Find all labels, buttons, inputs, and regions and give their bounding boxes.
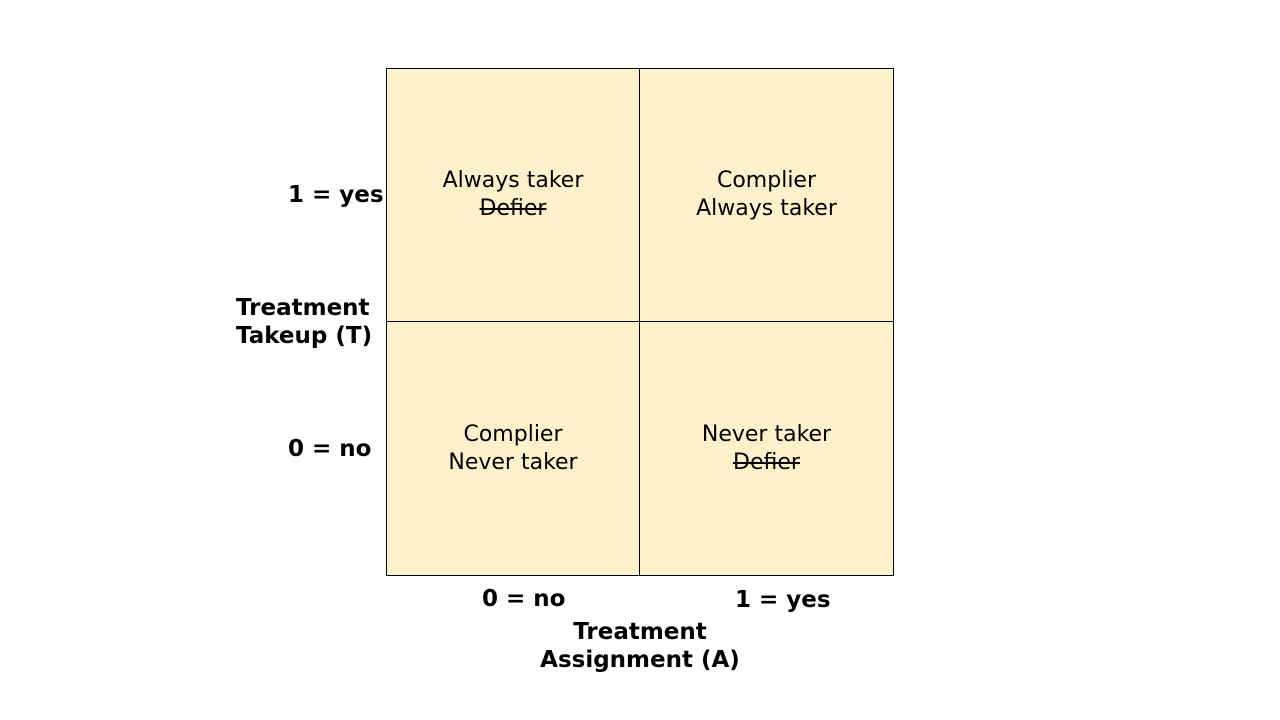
cell-label-primary: Never taker (701, 421, 832, 447)
compliance-matrix: Always taker Defier Complier Always take… (386, 68, 894, 576)
cell-label-primary: Complier (463, 421, 563, 447)
x-tick-no: 0 = no (482, 586, 566, 612)
cell-label-primary: Complier (716, 168, 817, 193)
y-axis-title: Treatment Takeup (T) (236, 294, 372, 350)
y-axis-title-line2: Takeup (T) (236, 323, 373, 349)
x-axis-title-line2: Assignment (A) (540, 647, 740, 673)
cell-label-primary: Always taker (442, 168, 584, 193)
cell-label-struck: Defier (479, 196, 547, 221)
x-axis-title: Treatment Assignment (A) (540, 618, 740, 674)
cell-takeup-no-assign-no: Complier Never taker (387, 322, 640, 575)
cell-label-secondary: Never taker (448, 449, 578, 475)
cell-label-secondary: Always taker (696, 196, 837, 221)
cell-label-struck: Defier (733, 449, 800, 475)
y-tick-yes: 1 = yes (288, 182, 384, 208)
cell-takeup-no-assign-yes: Never taker Defier (640, 322, 893, 575)
x-tick-yes: 1 = yes (735, 587, 831, 613)
y-tick-no: 0 = no (288, 436, 372, 462)
cell-takeup-yes-assign-no: Always taker Defier (387, 69, 640, 322)
y-axis-title-line1: Treatment (236, 295, 370, 321)
x-axis-title-line1: Treatment (573, 619, 707, 645)
cell-takeup-yes-assign-yes: Complier Always taker (640, 69, 893, 322)
